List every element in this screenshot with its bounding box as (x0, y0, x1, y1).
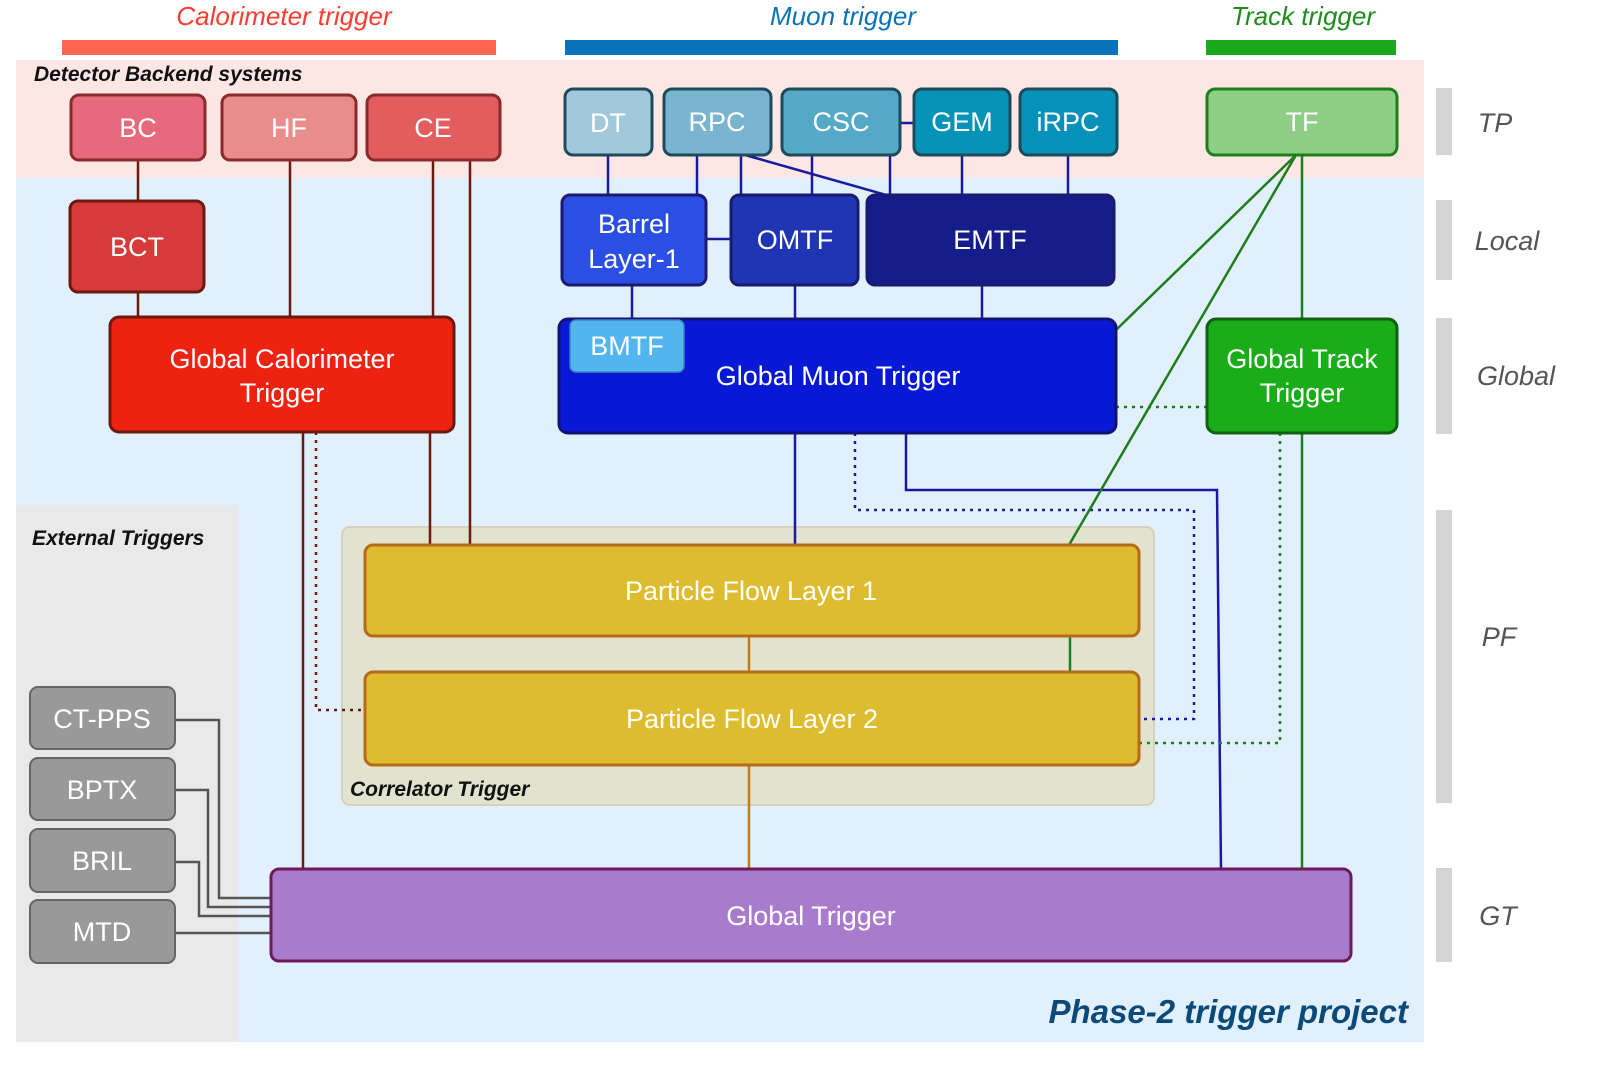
global-level-bar (1436, 318, 1452, 434)
project-title: Phase-2 trigger project (1049, 993, 1410, 1030)
muon-dotted-link (853, 433, 1196, 721)
global-trigger-box: Global Trigger (269, 867, 1353, 963)
correlator-label: Correlator Trigger (350, 778, 531, 801)
particle-flow-layer1-box: Particle Flow Layer 1 (363, 543, 1141, 638)
gtt-label-line1: Global Track (1226, 344, 1378, 374)
omtf-label: OMTF (757, 225, 833, 255)
bptx-label: BPTX (67, 775, 138, 805)
level-local: Local (1475, 226, 1541, 256)
local-level-bar (1436, 200, 1452, 280)
gt-level-bar (1436, 868, 1452, 962)
csc-label: CSC (812, 107, 869, 137)
gem-box: GEM (912, 87, 1012, 157)
level-tp: TP (1478, 108, 1513, 138)
bc-box: BC (69, 93, 207, 162)
calorimeter-header: Calorimeter trigger (176, 1, 393, 31)
level-bars (1436, 88, 1452, 962)
level-pf: PF (1482, 622, 1518, 652)
hf-box: HF (220, 93, 358, 162)
hf-label: HF (271, 113, 307, 143)
gt-label: Global Trigger (726, 901, 896, 931)
external-triggers-label: External Triggers (32, 527, 204, 550)
omtf-box: OMTF (729, 193, 860, 287)
track-header: Track trigger (1231, 1, 1376, 31)
level-global: Global (1477, 361, 1556, 391)
ce-label: CE (414, 113, 452, 143)
bc-label: BC (119, 113, 157, 143)
barrel-label-line2: Layer-1 (588, 244, 680, 274)
tf-box: TF (1205, 87, 1399, 157)
bril-label: BRIL (72, 846, 132, 876)
mtd-box: MTD (29, 899, 176, 964)
bmtf-label: BMTF (590, 331, 664, 361)
pf2-label: Particle Flow Layer 2 (626, 704, 878, 734)
calo-connections (136, 160, 472, 870)
barrel-layer1-box: Barrel Layer-1 (560, 193, 708, 287)
muon-bar (565, 40, 1118, 55)
particle-flow-layer2-box: Particle Flow Layer 2 (363, 670, 1141, 767)
external-connections (175, 718, 271, 935)
irpc-box: iRPC (1018, 87, 1119, 157)
emtf-label: EMTF (953, 225, 1027, 255)
gtt-label-line2: Trigger (1260, 378, 1345, 408)
bct-box: BCT (68, 199, 206, 294)
csc-box: CSC (780, 87, 902, 157)
gmt-label: Global Muon Trigger (716, 361, 961, 391)
global-muon-trigger-box: Global Muon Trigger (557, 317, 1118, 435)
ctpps-label: CT-PPS (53, 704, 151, 734)
level-gt: GT (1479, 901, 1519, 931)
ce-box: CE (365, 93, 502, 162)
pf1-label: Particle Flow Layer 1 (625, 576, 877, 606)
rpc-label: RPC (688, 107, 745, 137)
pf-level-bar (1436, 510, 1452, 803)
gct-label-line2: Trigger (240, 378, 325, 408)
detector-backend-label: Detector Backend systems (34, 63, 302, 86)
bptx-box: BPTX (29, 757, 176, 821)
track-bar (1206, 40, 1396, 55)
muon-connections (606, 121, 1223, 871)
rpc-box: RPC (662, 87, 773, 157)
gct-label-line1: Global Calorimeter (169, 344, 394, 374)
connections (136, 121, 1304, 935)
dt-box: DT (563, 87, 654, 157)
emtf-box: EMTF (865, 193, 1116, 287)
muon-header: Muon trigger (770, 1, 917, 31)
ctpps-box: CT-PPS (29, 686, 176, 750)
tp-level-bar (1436, 88, 1452, 155)
barrel-label-line1: Barrel (598, 209, 670, 239)
global-calorimeter-trigger-box: Global Calorimeter Trigger (108, 315, 456, 434)
calorimeter-bar (62, 40, 496, 55)
bril-box: BRIL (29, 828, 176, 893)
dt-label: DT (590, 108, 626, 138)
gem-label: GEM (931, 107, 993, 137)
bct-label: BCT (110, 232, 164, 262)
irpc-label: iRPC (1036, 107, 1099, 137)
track-connections (1067, 154, 1304, 870)
global-track-trigger-box: Global Track Trigger (1205, 317, 1399, 435)
tf-label: TF (1286, 107, 1319, 137)
bmtf-box: BMTF (569, 319, 685, 373)
mtd-label: MTD (73, 917, 131, 947)
